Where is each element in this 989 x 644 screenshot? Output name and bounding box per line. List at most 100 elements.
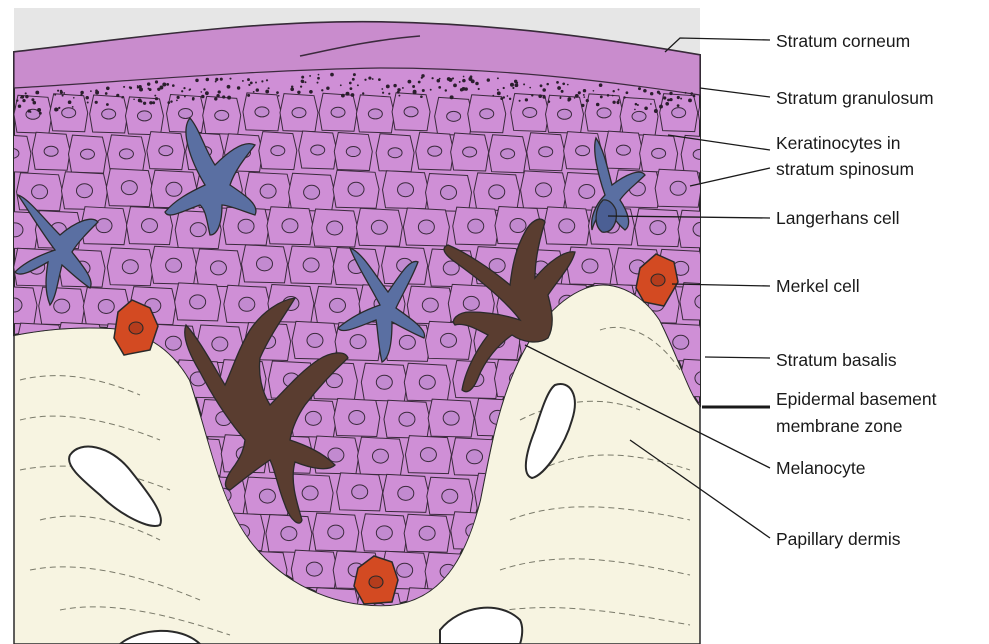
granule <box>512 87 514 89</box>
granule <box>492 95 494 97</box>
keratinocyte-nucleus <box>352 485 368 499</box>
granule <box>665 102 669 106</box>
keratinocyte-nucleus <box>419 375 435 389</box>
granule <box>256 88 259 91</box>
granule <box>220 78 223 81</box>
keratinocyte-nucleus <box>5 148 19 158</box>
granule <box>503 87 505 89</box>
keratinocyte-nucleus <box>304 185 320 199</box>
keratinocyte-nucleus <box>159 146 173 156</box>
granule <box>20 97 22 99</box>
keratinocyte-nucleus <box>422 298 438 312</box>
granule <box>215 78 218 81</box>
keratinocyte-nucleus <box>418 220 434 234</box>
keratinocyte-nucleus <box>282 219 298 233</box>
granule <box>133 98 135 100</box>
keratinocyte-nucleus <box>441 333 457 347</box>
keratinocyte-nucleus <box>489 185 505 199</box>
granule <box>669 92 672 95</box>
granule <box>309 75 311 77</box>
granule <box>497 77 499 79</box>
granule <box>227 85 231 89</box>
granule <box>152 101 155 104</box>
granule <box>616 101 619 104</box>
granule <box>507 95 509 97</box>
granule <box>318 74 320 76</box>
keratinocyte-nucleus <box>7 223 23 237</box>
granule <box>106 103 109 106</box>
keratinocyte <box>706 552 752 590</box>
granule <box>618 89 620 91</box>
keratinocyte-nucleus <box>327 221 343 235</box>
granule <box>321 89 323 91</box>
granule <box>248 84 250 86</box>
keratinocyte-nucleus <box>693 222 709 236</box>
granule <box>450 95 453 98</box>
granule <box>654 109 658 113</box>
granule <box>519 100 521 102</box>
keratinocyte-nucleus <box>536 183 552 197</box>
granule <box>397 88 400 91</box>
keratinocyte-nucleus <box>480 109 494 119</box>
granule <box>398 95 400 97</box>
keratinocyte-nucleus <box>239 297 255 311</box>
keratinocyte-nucleus <box>710 108 724 118</box>
keratinocyte-nucleus <box>616 145 630 155</box>
granule <box>364 79 366 81</box>
granule <box>155 80 158 83</box>
label-stratum-granulosum: Stratum granulosum <box>776 88 934 108</box>
granule <box>540 84 543 87</box>
granule <box>106 86 110 90</box>
granule <box>623 96 625 98</box>
keratinocyte-nucleus <box>371 220 387 234</box>
granule <box>463 76 465 78</box>
granule <box>475 82 479 86</box>
granule <box>583 94 585 96</box>
granule <box>368 77 371 80</box>
granule <box>291 85 293 87</box>
granule <box>583 89 586 92</box>
keratinocyte-nucleus <box>368 109 382 119</box>
granule <box>438 86 441 89</box>
granule <box>201 91 203 93</box>
granule <box>80 94 82 96</box>
label-basement-line2: membrane zone <box>776 416 902 436</box>
keratinocyte-nucleus <box>121 181 137 195</box>
granule <box>669 98 672 101</box>
keratinocyte-nucleus <box>238 219 254 233</box>
granule <box>542 95 545 98</box>
keratinocyte-nucleus <box>328 525 344 539</box>
granule <box>54 108 58 112</box>
granule <box>634 109 636 111</box>
granule <box>31 98 34 101</box>
label-merkel-cell: Merkel cell <box>776 276 860 296</box>
granule <box>214 97 217 100</box>
granule <box>176 100 178 102</box>
keratinocyte-nucleus <box>303 258 319 272</box>
granule <box>138 98 142 102</box>
granule <box>596 103 600 107</box>
keratinocyte-nucleus <box>467 450 483 464</box>
granule <box>216 94 219 97</box>
label-stratum-basalis: Stratum basalis <box>776 350 897 370</box>
granule <box>413 91 417 95</box>
granule <box>557 86 561 90</box>
granule <box>159 86 163 90</box>
granule <box>408 80 412 84</box>
granule <box>177 96 180 99</box>
keratinocyte-nucleus <box>582 259 598 273</box>
granule <box>33 101 37 105</box>
keratinocyte-nucleus <box>501 149 515 159</box>
granule <box>626 91 629 94</box>
keratinocyte-nucleus <box>398 183 414 197</box>
keratinocyte-nucleus <box>441 185 457 199</box>
granule <box>353 73 356 76</box>
granule <box>350 87 353 90</box>
granule <box>192 98 195 101</box>
keratinocyte-nucleus <box>166 258 182 272</box>
granule <box>57 90 59 92</box>
keratinocyte-nucleus <box>212 337 228 351</box>
granule <box>635 103 638 106</box>
granule <box>326 86 329 89</box>
